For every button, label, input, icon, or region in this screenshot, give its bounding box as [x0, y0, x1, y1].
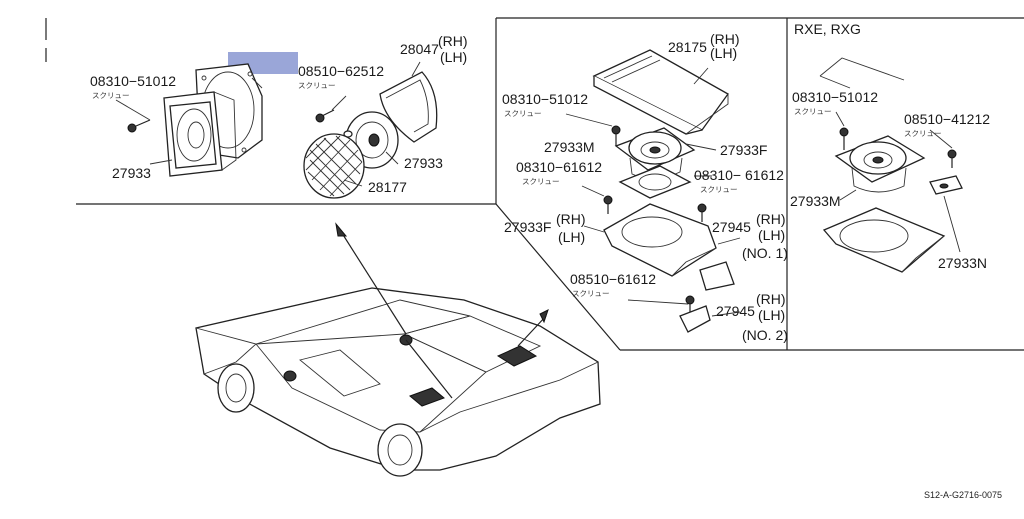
part-label-27933: 27933 — [404, 155, 443, 171]
diagram-code: S12-A-G2716-0075 — [924, 490, 1002, 500]
screw-icon — [947, 149, 957, 168]
part-label-27933m: 27933M — [790, 193, 841, 209]
part-label-27933f-lh: (LH) — [558, 229, 585, 245]
screw-note: スクリュー — [504, 109, 542, 118]
part-label-28175-rh: (RH) — [710, 31, 740, 47]
part-label-27933m: 27933M — [544, 139, 595, 155]
part-label-08310-61612-b: 08310− 61612 — [694, 167, 784, 183]
part-label-27945: 27945 — [716, 303, 755, 319]
part-label-27945-rh: (RH) — [756, 211, 786, 227]
screw-note: スクリュー — [92, 91, 130, 100]
part-label-27945-lh: (LH) — [758, 307, 785, 323]
part-label-08310-51012: 08310−51012 — [792, 89, 878, 105]
screw-note: スクリュー — [522, 177, 560, 186]
part-label-27945-rh: (RH) — [756, 291, 786, 307]
part-label-08510-61612: 08510−61612 — [570, 271, 656, 287]
speaker-rxe-drawing — [819, 57, 963, 273]
screw-icon — [839, 127, 849, 150]
part-label-08310-61612: 08310−61612 — [516, 159, 602, 175]
screw-icon — [611, 125, 621, 146]
screw-note: スクリュー — [904, 129, 942, 138]
speaker-round-drawing — [303, 61, 438, 199]
part-label-28047-rh: (RH) — [438, 33, 468, 49]
part-label-27933: 27933 — [112, 165, 151, 181]
part-label-08310-51012: 08310−51012 — [90, 73, 176, 89]
screw-icon — [315, 109, 335, 123]
part-label-27945-lh: (LH) — [758, 227, 785, 243]
part-label-28047-lh: (LH) — [440, 49, 467, 65]
screw-icon — [685, 295, 695, 312]
part-label-27933f-rh: (RH) — [556, 211, 586, 227]
part-label-08510-41212: 08510−41212 — [904, 111, 990, 127]
speaker-square-drawing — [115, 63, 263, 177]
section-label: RXE, RXG — [794, 21, 861, 37]
part-label-08510-62512: 08510−62512 — [298, 63, 384, 79]
part-label-28175-lh: (LH) — [710, 45, 737, 61]
screw-icon — [603, 195, 613, 214]
frame-lines — [45, 17, 1024, 351]
screw-note: スクリュー — [700, 185, 738, 194]
screw-note: スクリュー — [572, 289, 610, 298]
part-label-27933f: 27933F — [504, 219, 551, 235]
screw-icon — [697, 203, 707, 222]
part-label-28177: 28177 — [368, 179, 407, 195]
part-label-27945-no1: (NO. 1) — [742, 245, 788, 261]
part-label-27945: 27945 — [712, 219, 751, 235]
part-label-28047: 28047 — [400, 41, 439, 57]
part-label-28175: 28175 — [668, 39, 707, 55]
part-label-27933n: 27933N — [938, 255, 987, 271]
part-label-27933f: 27933F — [720, 142, 767, 158]
speaker-shelf-drawing — [565, 49, 741, 333]
screw-note: スクリュー — [298, 81, 336, 90]
screw-icon — [127, 119, 151, 133]
car-illustration — [195, 222, 601, 477]
part-label-27945-no2: (NO. 2) — [742, 327, 788, 343]
part-label-08310-51012: 08310−51012 — [502, 91, 588, 107]
screw-note: スクリュー — [794, 107, 832, 116]
